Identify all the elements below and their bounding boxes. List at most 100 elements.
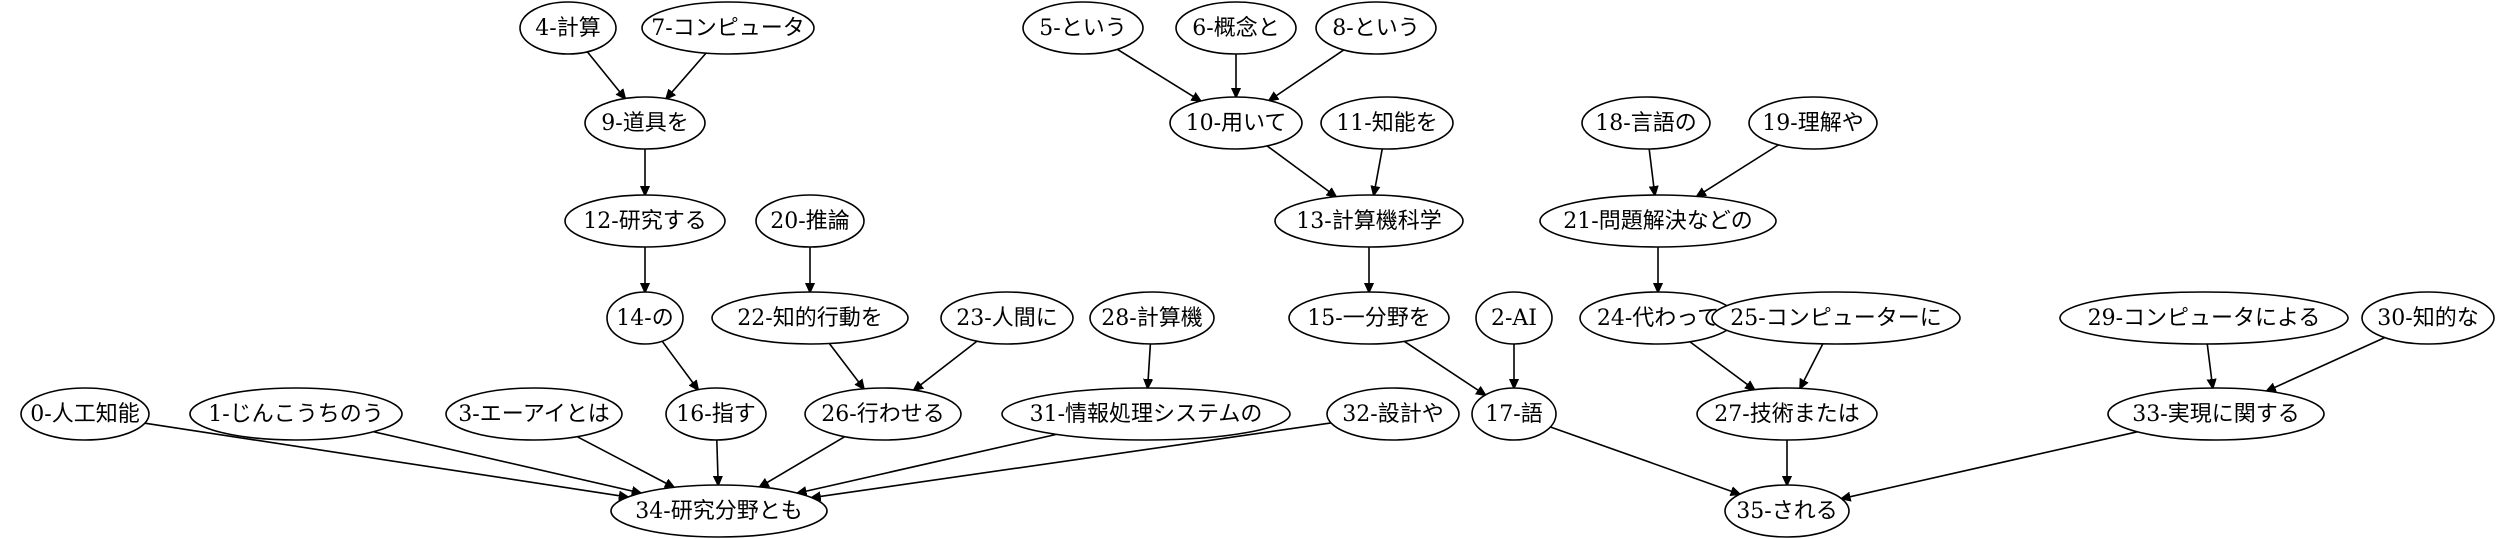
graph-node-n23: 23-人間に xyxy=(940,291,1074,345)
graph-node-n2: 2-AI xyxy=(1475,291,1553,345)
graph-node-n26: 26-行わせる xyxy=(804,387,962,441)
node-ellipse xyxy=(1175,1,1297,55)
node-label: 6-概念と xyxy=(1192,16,1279,41)
graph-node-n10: 10-用いて xyxy=(1169,96,1303,150)
edge-n3-to-n34 xyxy=(576,435,674,488)
node-label: 4-計算 xyxy=(535,16,600,41)
node-ellipse xyxy=(755,194,865,248)
edge-n24-to-n27 xyxy=(1689,341,1755,390)
node-label: 22-知的行動を xyxy=(737,306,882,331)
node-ellipse xyxy=(564,194,726,248)
node-ellipse xyxy=(641,1,815,55)
node-ellipse xyxy=(189,387,403,441)
node-ellipse xyxy=(519,1,617,55)
node-label: 23-人間に xyxy=(956,306,1057,331)
graph-node-n34: 34-研究分野とも xyxy=(610,484,828,538)
node-label: 13-計算機科学 xyxy=(1296,209,1441,234)
graph-node-n11: 11-知能を xyxy=(1320,96,1454,150)
node-label: 32-設計や xyxy=(1342,402,1443,427)
graph-node-n31: 31-情報処理システムの xyxy=(1001,387,1291,441)
node-label: 24-代わって xyxy=(1597,306,1719,331)
node-label: 16-指す xyxy=(676,402,755,427)
edge-n10-to-n13 xyxy=(1266,145,1336,197)
edge-n16-to-n34 xyxy=(717,439,718,485)
node-ellipse xyxy=(1471,387,1557,441)
node-label: 26-行わせる xyxy=(821,402,944,427)
edge-n23-to-n26 xyxy=(914,340,978,390)
nodes-layer: 0-人工知能 1-じんこうちのう 2-AI 3-エーアイとは 4-計算 5-という 6-概念… xyxy=(20,1,2495,538)
node-label: 3-エーアイとは xyxy=(458,402,609,427)
graph-node-n21: 21-問題解決などの xyxy=(1539,194,1777,248)
edge-n17-to-n35 xyxy=(1550,426,1739,494)
node-ellipse xyxy=(1326,387,1460,441)
node-ellipse xyxy=(1711,291,1961,345)
graph-node-n22: 22-知的行動を xyxy=(711,291,909,345)
node-label: 27-技術または xyxy=(1714,402,1859,427)
edge-n4-to-n9 xyxy=(586,51,625,99)
node-label: 25-コンピューターに xyxy=(1730,306,1941,331)
graph-node-n17: 17-語 xyxy=(1471,387,1557,441)
edge-n31-to-n34 xyxy=(798,433,1057,493)
graph-node-n29: 29-コンピュータによる xyxy=(2059,291,2349,345)
node-ellipse xyxy=(584,96,706,150)
edge-n0-to-n34 xyxy=(144,422,628,497)
node-label: 18-言語の xyxy=(1595,111,1696,136)
node-label: 21-問題解決などの xyxy=(1563,209,1752,234)
edge-n28-to-n31 xyxy=(1148,343,1151,388)
graph-node-n19: 19-理解や xyxy=(1748,96,1878,150)
node-label: 33-実現に関する xyxy=(2132,402,2299,427)
graph-node-n20: 20-推論 xyxy=(755,194,865,248)
graph-node-n3: 3-エーアイとは xyxy=(445,387,623,441)
node-label: 11-知能を xyxy=(1336,111,1437,136)
edge-n14-to-n16 xyxy=(661,340,698,390)
graph-node-n32: 32-設計や xyxy=(1326,387,1460,441)
node-ellipse xyxy=(1539,194,1777,248)
edge-n25-to-n27 xyxy=(1800,343,1824,388)
graph-node-n18: 18-言語の xyxy=(1581,96,1711,150)
node-ellipse xyxy=(1274,194,1464,248)
node-label: 5-という xyxy=(1039,16,1126,41)
node-ellipse xyxy=(1022,1,1144,55)
node-ellipse xyxy=(20,387,150,441)
graph-node-n7: 7-コンピュータ xyxy=(641,1,815,55)
graph-node-n8: 8-という xyxy=(1315,1,1437,55)
node-ellipse xyxy=(1089,291,1215,345)
node-ellipse xyxy=(665,387,767,441)
node-ellipse xyxy=(804,387,962,441)
edge-n30-to-n33 xyxy=(2267,336,2386,391)
graph-node-n13: 13-計算機科学 xyxy=(1274,194,1464,248)
node-label: 0-人工知能 xyxy=(30,402,139,427)
node-ellipse xyxy=(1288,291,1450,345)
graph-node-n16: 16-指す xyxy=(665,387,767,441)
edge-n29-to-n33 xyxy=(2206,343,2213,388)
edge-n32-to-n34 xyxy=(812,422,1332,498)
node-label: 7-コンピュータ xyxy=(651,16,804,41)
node-ellipse xyxy=(1320,96,1454,150)
node-label: 8-という xyxy=(1332,16,1419,41)
node-ellipse xyxy=(2059,291,2349,345)
node-label: 14-の xyxy=(616,306,673,331)
node-ellipse xyxy=(445,387,623,441)
graph-node-n30: 30-知的な xyxy=(2361,291,2495,345)
node-ellipse xyxy=(1581,96,1711,150)
node-ellipse xyxy=(940,291,1074,345)
graph-node-n28: 28-計算機 xyxy=(1089,291,1215,345)
graph-node-n1: 1-じんこうちのう xyxy=(189,387,403,441)
node-ellipse xyxy=(1001,387,1291,441)
node-label: 28-計算機 xyxy=(1101,306,1202,331)
graph-node-n25: 25-コンピューターに xyxy=(1711,291,1961,345)
node-label: 10-用いて xyxy=(1186,111,1287,136)
edge-n22-to-n26 xyxy=(828,343,863,388)
graph-node-n35: 35-される xyxy=(1724,484,1850,538)
node-label: 29-コンピュータによる xyxy=(2088,306,2321,331)
node-label: 34-研究分野とも xyxy=(635,499,802,524)
edge-n33-to-n35 xyxy=(1842,431,2138,499)
edge-n18-to-n21 xyxy=(1648,148,1655,195)
graph-node-n15: 15-一分野を xyxy=(1288,291,1450,345)
node-label: 15-一分野を xyxy=(1307,306,1430,331)
node-ellipse xyxy=(1748,96,1878,150)
node-ellipse xyxy=(1169,96,1303,150)
node-ellipse xyxy=(1475,291,1553,345)
graph-node-n27: 27-技術または xyxy=(1696,387,1878,441)
